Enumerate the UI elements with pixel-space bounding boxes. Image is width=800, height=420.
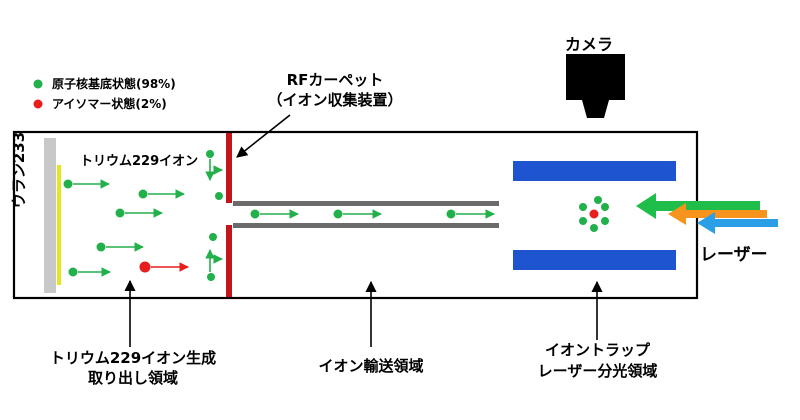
rf-carpet-pointer: [236, 114, 291, 158]
legend-ground-state: 原子核基底状態(98%): [52, 75, 176, 92]
legend-ground-label: 原子核基底状態(98%): [52, 77, 176, 91]
trap-region-label: イオントラップ レーザー分光領域: [505, 340, 690, 382]
laser-blue: [697, 212, 778, 234]
trap-electrode-lower: [513, 250, 676, 270]
ion: [446, 209, 456, 219]
transport-rail-lower: [233, 223, 499, 228]
extraction-ions: [63, 150, 223, 281]
transport-ions: [250, 209, 495, 219]
legend-isomer-label: アイソマー状態(2%): [52, 97, 167, 111]
transport-region-label: イオン輸送領域: [318, 357, 424, 375]
laser-orange: [668, 203, 767, 225]
laser-green: [636, 193, 760, 219]
isomer-ion: [139, 261, 151, 273]
ion: [333, 209, 343, 219]
ion: [138, 189, 148, 199]
uranium-source-edge: [57, 165, 61, 285]
ion: [96, 242, 106, 252]
camera-label: カメラ: [565, 35, 614, 54]
extraction-region-line2: 取り出し領域: [87, 369, 178, 387]
ion: [215, 192, 223, 200]
rf-carpet-lower: [226, 225, 232, 297]
uranium-label: ウラン233: [10, 131, 28, 209]
ion: [206, 150, 214, 158]
uranium-source-plate: [44, 138, 56, 293]
extraction-region-line1: トリウム229イオン生成: [49, 349, 217, 367]
laser-beams: [636, 193, 778, 234]
trap-region-line2: レーザー分光領域: [537, 362, 658, 380]
thorium-ion-label: トリウム229イオン: [80, 154, 199, 169]
ion: [63, 179, 73, 189]
rf-carpet-label-line1: RFカーペット: [286, 71, 384, 89]
trap-electrode-upper: [513, 161, 676, 181]
trap-region-line1: イオントラップ: [544, 341, 650, 359]
extraction-region-label: トリウム229イオン生成 取り出し領域: [28, 348, 238, 388]
camera-lens: [582, 100, 609, 118]
ion: [250, 209, 260, 219]
rf-carpet-label: RFカーペット （イオン収集装置）: [250, 70, 420, 110]
legend-isomer-dot: [33, 99, 43, 109]
legend-ground-dot: [33, 79, 43, 89]
vacuum-chamber: [12, 130, 699, 300]
rf-carpet-upper: [226, 133, 232, 203]
laser-label: レーザー: [700, 245, 768, 265]
rf-carpet-label-line2: （イオン収集装置）: [267, 91, 403, 109]
ion: [209, 233, 217, 241]
ion: [68, 267, 78, 277]
transport-rail-upper: [233, 201, 499, 206]
camera-body: [566, 54, 625, 100]
trapped-ion-cluster: [579, 196, 609, 232]
ion: [207, 273, 215, 281]
ion: [115, 208, 125, 218]
legend-isomer-state: アイソマー状態(2%): [52, 95, 167, 112]
